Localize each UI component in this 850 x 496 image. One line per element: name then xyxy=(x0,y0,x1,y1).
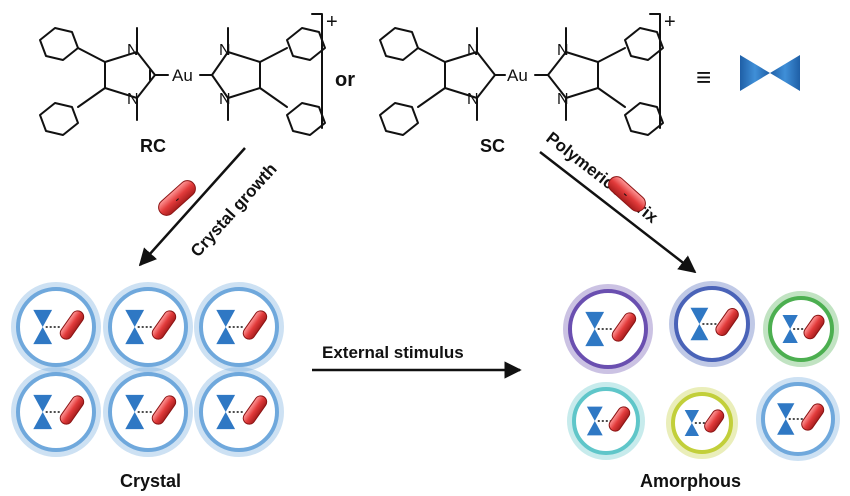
svg-text:N: N xyxy=(219,91,231,108)
cation-icon xyxy=(125,394,145,412)
molecule-rc: N N Au N N + RC xyxy=(39,11,338,156)
polymeric-matrix-label: Polymeric Matrix xyxy=(543,128,662,227)
crystal-ion-pair-5 xyxy=(103,367,193,457)
cation-icon xyxy=(216,394,236,412)
anion-capsule-right-icon: - xyxy=(608,176,646,212)
amorphous-ion-pair-3 xyxy=(763,291,839,367)
anion-icon xyxy=(704,409,725,433)
crystal-ion-pair-4 xyxy=(11,367,101,457)
amorphous-label: Amorphous xyxy=(640,471,741,491)
amorphous-ion-pair-4 xyxy=(567,382,645,460)
crystal-ion-pair-6 xyxy=(194,367,284,457)
crystal-grid xyxy=(11,282,284,457)
label-sc: SC xyxy=(480,136,505,156)
crystal-growth-arrow xyxy=(138,147,246,267)
external-stimulus-label: External stimulus xyxy=(322,343,464,362)
anion-icon xyxy=(803,314,825,340)
cation-icon xyxy=(33,394,53,412)
cation-bowtie-icon xyxy=(740,55,800,91)
cation-icon xyxy=(585,311,605,329)
charge-right: + xyxy=(664,11,676,33)
amorphous-ion-pair-2 xyxy=(669,281,755,367)
cation-icon xyxy=(125,309,145,327)
crystal-label: Crystal xyxy=(120,471,181,491)
or-conjunction: or xyxy=(335,69,355,91)
svg-text:N: N xyxy=(127,42,139,59)
anion-capsule-left-icon: - xyxy=(158,180,196,216)
svg-text:N: N xyxy=(219,42,231,59)
svg-text:N: N xyxy=(127,91,139,108)
metal-label-right: Au xyxy=(507,66,528,85)
anion-icon xyxy=(715,308,739,336)
label-rc: RC xyxy=(140,136,166,156)
anion-icon xyxy=(608,406,631,432)
crystal-ion-pair-3 xyxy=(194,282,284,372)
cation-icon xyxy=(684,409,700,423)
svg-text:N: N xyxy=(557,42,569,59)
crystal-growth-label: Crystal growth xyxy=(187,160,281,261)
anion-icon xyxy=(611,312,637,342)
metal-label-left: Au xyxy=(172,66,193,85)
cation-icon xyxy=(33,309,53,327)
anion-icon xyxy=(801,403,825,431)
equivalence-sign: ≡ xyxy=(696,62,711,92)
amorphous-ion-pair-5 xyxy=(666,387,738,459)
crystal-ion-pair-2 xyxy=(103,282,193,372)
crystal-ion-pair-1 xyxy=(11,282,101,372)
svg-text:N: N xyxy=(467,91,479,108)
charge-left: + xyxy=(326,11,338,33)
svg-text:N: N xyxy=(557,91,569,108)
polymeric-matrix-arrow xyxy=(539,151,697,274)
amorphous-ion-pair-6 xyxy=(756,377,840,461)
svg-text:N: N xyxy=(467,42,479,59)
molecule-sc: N N Au N N + SC xyxy=(379,11,676,156)
cation-icon xyxy=(782,315,798,329)
amorphous-grid xyxy=(563,281,840,461)
amorphous-ion-pair-1 xyxy=(563,284,653,374)
cation-icon xyxy=(777,403,795,419)
cation-icon xyxy=(586,406,603,421)
cation-icon xyxy=(216,309,236,327)
cation-icon xyxy=(690,307,709,324)
